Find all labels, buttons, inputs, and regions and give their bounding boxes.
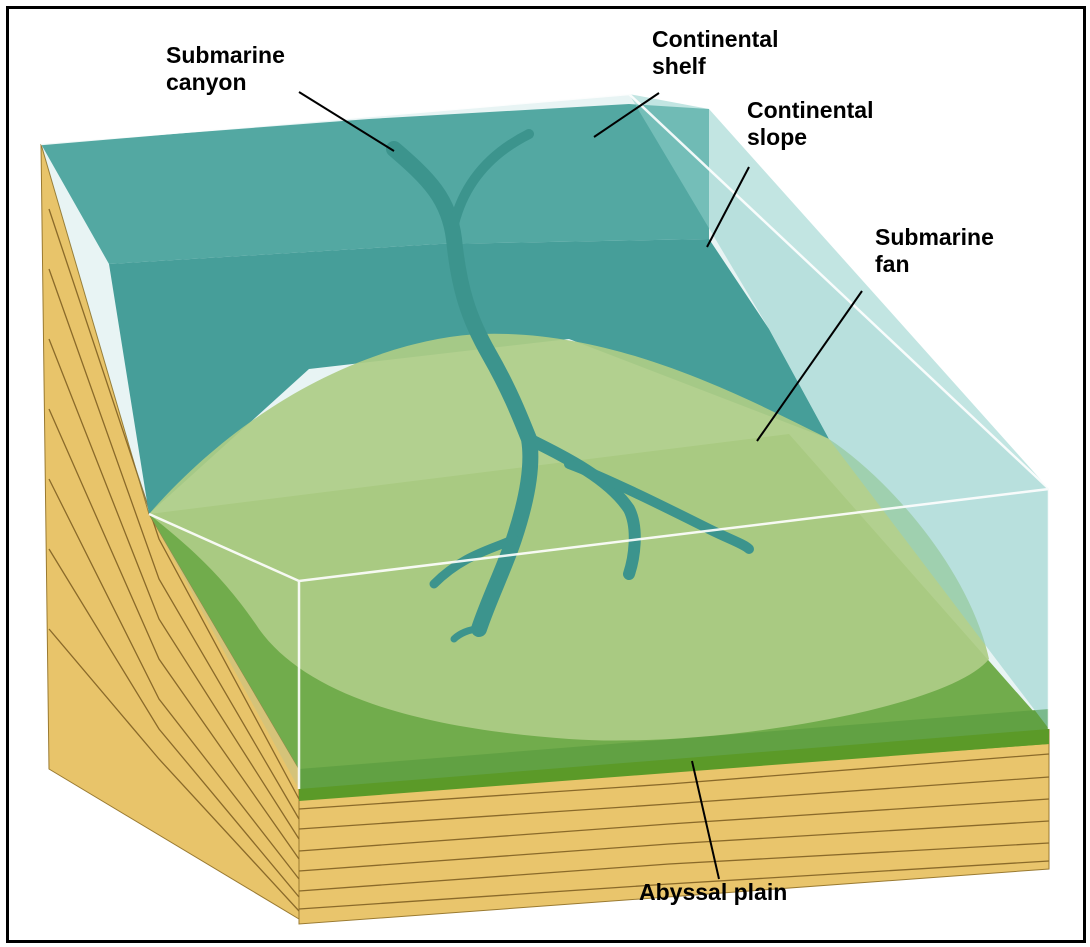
- label-submarine-fan-line1: Submarine: [875, 224, 994, 251]
- label-submarine-fan-line2: fan: [875, 251, 994, 278]
- label-submarine-fan: Submarine fan: [875, 224, 994, 278]
- diagram-frame: Submarine canyon Continental shelf Conti…: [6, 6, 1086, 943]
- label-submarine-canyon-line1: Submarine: [166, 42, 285, 69]
- label-continental-slope-line1: Continental: [747, 97, 874, 124]
- label-abyssal-plain: Abyssal plain: [639, 879, 787, 906]
- label-submarine-canyon-line2: canyon: [166, 69, 285, 96]
- label-submarine-canyon: Submarine canyon: [166, 42, 285, 96]
- label-continental-slope: Continental slope: [747, 97, 874, 151]
- label-continental-shelf: Continental shelf: [652, 26, 779, 80]
- label-continental-shelf-line1: Continental: [652, 26, 779, 53]
- label-continental-slope-line2: slope: [747, 124, 874, 151]
- seafloor-block-diagram: [9, 9, 1083, 940]
- label-continental-shelf-line2: shelf: [652, 53, 779, 80]
